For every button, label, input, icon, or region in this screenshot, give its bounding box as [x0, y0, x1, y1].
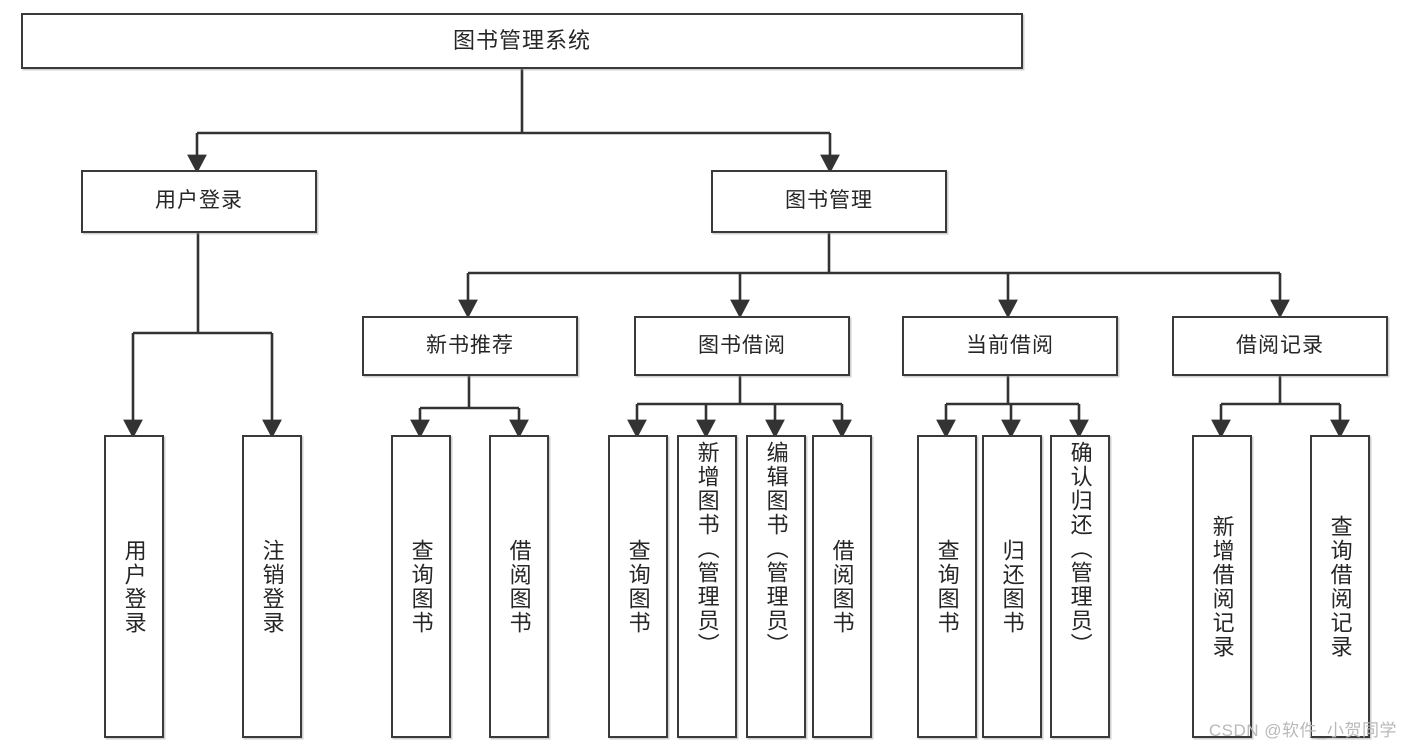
- node-label: 归还图书: [999, 538, 1025, 635]
- node-label: 新增借阅记录: [1209, 514, 1235, 659]
- node-label: 新增图书（管理员）: [694, 441, 720, 657]
- node-book-management[interactable]: 图书管理: [711, 170, 947, 233]
- node-label: 新书推荐: [426, 333, 514, 357]
- node-label: 借阅记录: [1236, 333, 1324, 357]
- node-leaf-return-book[interactable]: 归还图书: [982, 435, 1042, 738]
- node-leaf-borrow-book[interactable]: 借阅图书: [812, 435, 872, 738]
- node-label: 用户登录: [155, 189, 243, 213]
- node-leaf-query-book-borrow[interactable]: 查询图书: [608, 435, 668, 738]
- node-book-borrow[interactable]: 图书借阅: [634, 316, 850, 376]
- node-label: 图书借阅: [698, 333, 786, 357]
- node-label: 确认归还（管理员）: [1067, 441, 1093, 657]
- node-leaf-confirm-return-admin[interactable]: 确认归还（管理员）: [1050, 435, 1110, 738]
- node-leaf-query-book-recommend[interactable]: 查询图书: [391, 435, 451, 738]
- node-label: 注销登录: [259, 538, 285, 635]
- node-current-borrow[interactable]: 当前借阅: [902, 316, 1118, 376]
- node-label: 图书管理系统: [452, 28, 591, 54]
- node-label: 查询图书: [408, 538, 434, 635]
- node-leaf-user-logout[interactable]: 注销登录: [242, 435, 302, 738]
- node-leaf-add-book-admin[interactable]: 新增图书（管理员）: [677, 435, 737, 738]
- node-label: 查询借阅记录: [1327, 514, 1353, 659]
- node-label: 编辑图书（管理员）: [763, 441, 789, 657]
- node-leaf-add-borrow-record[interactable]: 新增借阅记录: [1192, 435, 1252, 738]
- node-label: 用户登录: [121, 538, 147, 635]
- node-leaf-borrow-book-recommend[interactable]: 借阅图书: [489, 435, 549, 738]
- node-borrow-record[interactable]: 借阅记录: [1172, 316, 1388, 376]
- node-label: 查询图书: [625, 538, 651, 635]
- node-leaf-query-borrow-record[interactable]: 查询借阅记录: [1310, 435, 1370, 738]
- watermark: CSDN @软件_小贺同学: [1208, 721, 1397, 740]
- node-new-book-recommend[interactable]: 新书推荐: [362, 316, 578, 376]
- node-user-login[interactable]: 用户登录: [81, 170, 317, 233]
- node-leaf-query-book-current[interactable]: 查询图书: [917, 435, 977, 738]
- node-root-system[interactable]: 图书管理系统: [21, 13, 1023, 69]
- node-label: 借阅图书: [829, 538, 855, 635]
- node-label: 查询图书: [934, 538, 960, 635]
- node-label: 借阅图书: [506, 538, 532, 635]
- node-label: 图书管理: [785, 189, 873, 213]
- node-leaf-user-login[interactable]: 用户登录: [104, 435, 164, 738]
- node-leaf-edit-book-admin[interactable]: 编辑图书（管理员）: [746, 435, 806, 738]
- node-label: 当前借阅: [966, 333, 1054, 357]
